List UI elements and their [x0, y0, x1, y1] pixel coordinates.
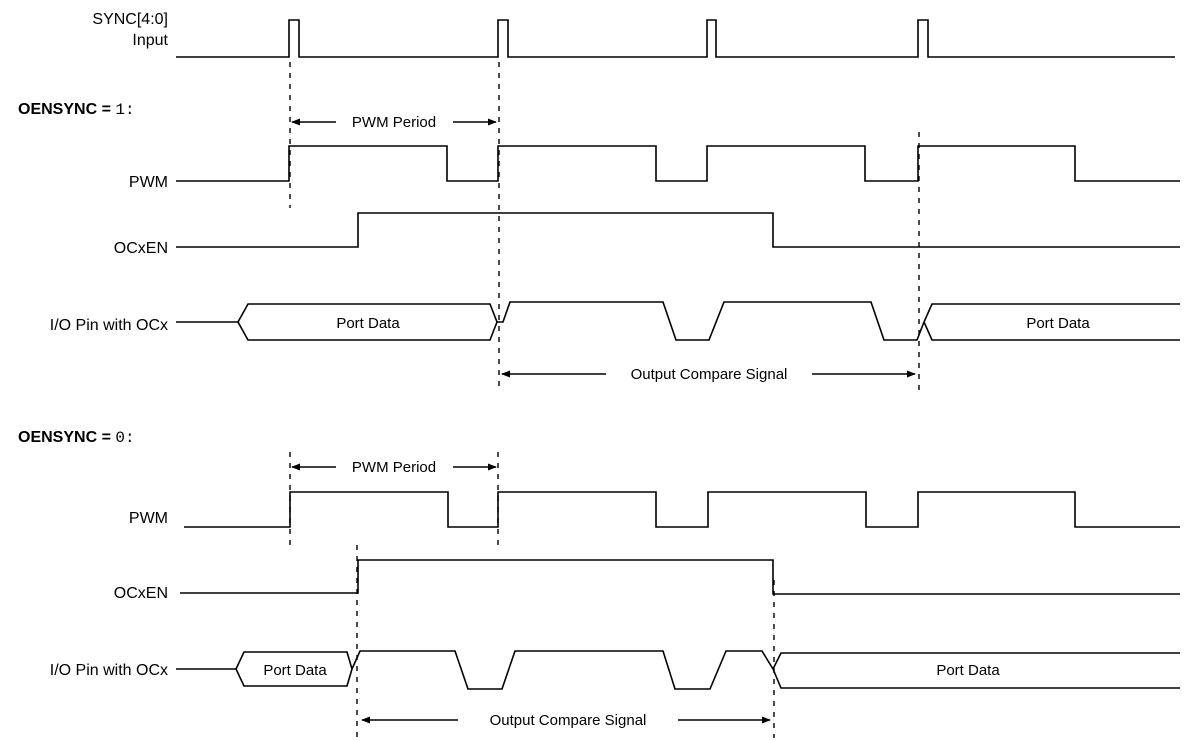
ocxen-waveform-bottom: [180, 559, 1180, 595]
port-data-label-top-left: Port Data: [336, 315, 400, 332]
io-pin-label-bottom: I/O Pin with OCx: [50, 662, 168, 679]
ocxen-label-bottom: OCxEN: [114, 585, 168, 602]
sync-label-line1: SYNC[4:0]: [92, 11, 168, 28]
pwm-waveform-top: [176, 145, 1180, 182]
port-data-label-bottom-left: Port Data: [263, 662, 327, 679]
ocxen-waveform-top: [176, 212, 1180, 248]
port-data-label-bottom-right: Port Data: [936, 662, 1000, 679]
section-header-oensync-1: OENSYNC = 1:: [18, 101, 135, 119]
port-data-label-top-right: Port Data: [1026, 315, 1090, 332]
io-pin-label-top: I/O Pin with OCx: [50, 317, 168, 334]
pwm-period-label-bottom: PWM Period: [352, 459, 436, 476]
sync-waveform: [176, 19, 1175, 58]
pwm-label-bottom: PWM: [129, 510, 168, 527]
io-oc-waveform-bottom: [351, 650, 774, 690]
header-value: 1:: [115, 101, 134, 119]
pwm-period-label: PWM Period: [352, 114, 436, 131]
output-compare-signal-label-top: Output Compare Signal: [631, 366, 788, 383]
header-prefix: OENSYNC =: [18, 429, 115, 446]
pwm-waveform-bottom: [184, 491, 1180, 528]
ocxen-label-top: OCxEN: [114, 240, 168, 257]
header-value: 0:: [115, 429, 134, 447]
header-prefix: OENSYNC =: [18, 101, 115, 118]
pwm-label-top: PWM: [129, 174, 168, 191]
output-compare-signal-label-bottom: Output Compare Signal: [490, 712, 647, 729]
io-port-data-box-bottom-right: [772, 652, 1180, 689]
io-oc-waveform-top: [497, 301, 925, 341]
sync-label-line2: Input: [132, 32, 168, 49]
section-header-oensync-0: OENSYNC = 0:: [18, 429, 135, 447]
io-port-data-box-top-right: [923, 303, 1180, 341]
